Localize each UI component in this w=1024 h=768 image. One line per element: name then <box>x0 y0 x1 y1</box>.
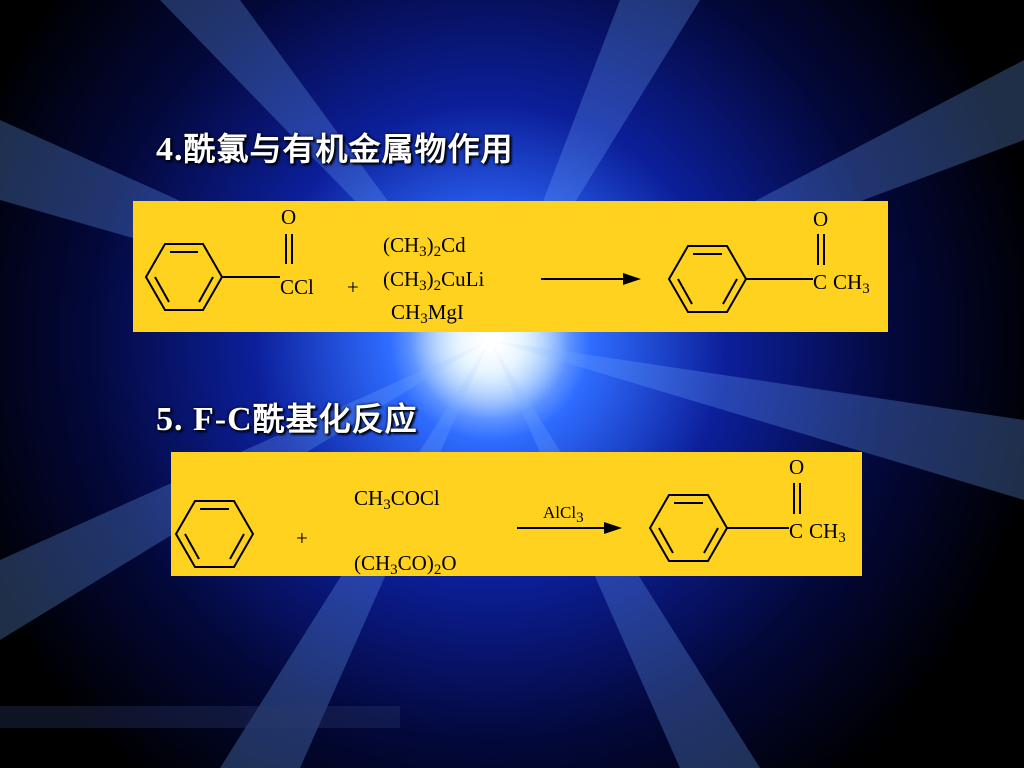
product-methyl-group: CH3 <box>809 519 846 546</box>
plus-sign: + <box>296 526 308 550</box>
heading-number: 5. F-C <box>156 401 253 438</box>
product-carbonyl-oxygen: O <box>813 207 829 231</box>
benzene-ring-reactant <box>174 500 255 568</box>
reagent-acetic-anhydride: (CH3CO)2O <box>354 551 457 578</box>
heading-number: 4. <box>156 131 184 168</box>
product-carbonyl-carbon: C <box>813 270 828 294</box>
acyl-chloride-group: CCl <box>280 275 314 299</box>
section-heading-5: 5. F-C酰基化反应 <box>156 394 418 440</box>
reaction-panel-friedel-crafts: + CH3COCl (CH3CO)2O AlCl3 O C CH3 <box>171 452 862 578</box>
product-carbonyl-oxygen: O <box>789 455 805 479</box>
section-heading-4: 4.酰氯与有机金属物作用 <box>156 124 514 170</box>
heading-text: 酰基化反应 <box>252 400 418 438</box>
product-methyl-group: CH3 <box>833 270 870 297</box>
reagent-acetyl-chloride: CH3COCl <box>354 486 440 513</box>
heading-text: 酰氯与有机金属物作用 <box>183 130 514 168</box>
reagent-methylmagnesium-iodide: CH3MgI <box>391 300 464 327</box>
reaction1-structures <box>144 234 825 313</box>
catalyst-aluminum-chloride: AlCl3 <box>543 503 584 526</box>
reagent-dimethylcadmium: (CH3)2Cd <box>383 233 466 260</box>
plus-sign: + <box>347 275 359 299</box>
carbonyl-oxygen: O <box>281 205 297 229</box>
benzene-ring-reactant <box>144 243 224 311</box>
benzene-ring-product <box>667 245 748 313</box>
reagent-lithium-dimethylcuprate: (CH3)2CuLi <box>383 267 485 294</box>
benzene-ring-product <box>648 494 729 562</box>
reaction-panel-organometallic: O CCl + (CH3)2Cd (CH3)2CuLi CH3MgI O C C… <box>133 201 888 332</box>
reaction2-structures <box>174 483 801 568</box>
product-carbonyl-carbon: C <box>789 519 804 543</box>
